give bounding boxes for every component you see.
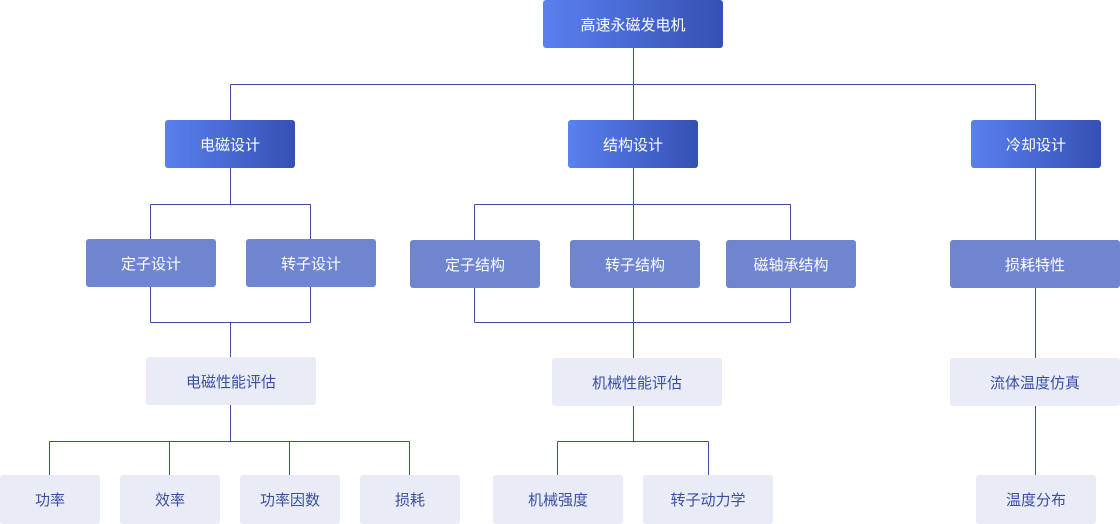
node-rotor-design: 转子设计	[246, 239, 376, 287]
connector-branch-1-bottom	[49, 405, 410, 475]
node-root: 高速永磁发电机	[543, 0, 723, 48]
connector-root	[230, 48, 1036, 120]
connector-branch-2-top	[474, 168, 791, 240]
node-power: 功率	[0, 475, 100, 524]
node-stator-structure: 定子结构	[410, 240, 540, 288]
node-power-factor: 功率因数	[240, 475, 340, 524]
node-loss-characteristics: 损耗特性	[950, 240, 1120, 288]
node-mechanical-strength: 机械强度	[493, 475, 623, 524]
node-stator-design: 定子设计	[86, 239, 216, 287]
node-loss: 损耗	[360, 475, 460, 524]
connector-branch-2-mid	[474, 288, 791, 358]
node-electromagnetic-design: 电磁设计	[165, 120, 295, 168]
node-em-performance-eval: 电磁性能评估	[146, 357, 316, 405]
connector-branch-2-bottom	[557, 406, 709, 475]
node-temperature-distribution: 温度分布	[976, 475, 1096, 524]
node-efficiency: 效率	[120, 475, 220, 524]
node-rotor-dynamics: 转子动力学	[643, 475, 773, 524]
node-mech-performance-eval: 机械性能评估	[552, 358, 722, 406]
connector-branch-1-mid	[150, 287, 311, 357]
connector-branch-1-top	[150, 168, 311, 239]
node-cooling-design: 冷却设计	[971, 120, 1101, 168]
node-fluid-temperature-sim: 流体温度仿真	[950, 358, 1120, 406]
node-magnetic-bearing-structure: 磁轴承结构	[726, 240, 856, 288]
node-structural-design: 结构设计	[568, 120, 698, 168]
node-rotor-structure: 转子结构	[570, 240, 700, 288]
